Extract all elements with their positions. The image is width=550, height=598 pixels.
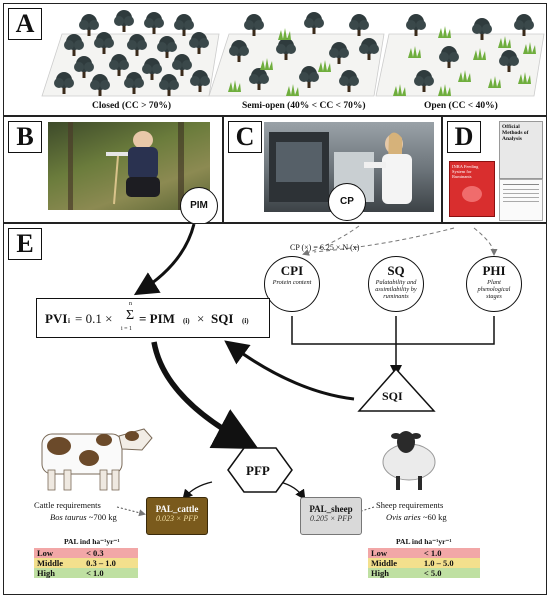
phi-node: PHI Plant phenological stages <box>466 256 522 312</box>
sq-node: SQ Palatability and assimilability by ru… <box>368 256 424 312</box>
arrow-pim-pvi <box>133 224 196 296</box>
plot-open <box>375 33 545 97</box>
cp-badge: CP <box>328 183 366 221</box>
cow-icon <box>41 428 153 491</box>
cattle-row-high: High< 1.0 <box>34 568 138 578</box>
document-page <box>499 179 543 221</box>
sheep-table-header: PAL ind ha⁻¹yr⁻¹ <box>396 537 452 546</box>
caption-semi-open: Semi-open (40% < CC < 70%) <box>242 101 366 111</box>
panel-label-e: E <box>8 228 42 260</box>
cattle-table-header: PAL ind ha⁻¹yr⁻¹ <box>64 537 120 546</box>
sheep-species: Ovis aries ~60 kg <box>386 512 447 522</box>
panel-label-c: C <box>228 121 262 153</box>
panel-label-b: B <box>8 121 42 153</box>
lab-photo <box>264 122 434 212</box>
panel-b: B PIM <box>3 116 223 225</box>
flow-diagram <box>41 224 498 517</box>
pvi-pim: = PIM <box>139 311 175 326</box>
panel-c: C CP <box>223 116 442 223</box>
pvi-sum-top: n <box>129 301 132 307</box>
sqi-triangle <box>357 367 436 412</box>
canopy-cover-illustration <box>41 10 545 97</box>
pvi-sub: i <box>68 317 70 325</box>
book-official-methods: Official Methods of Analysis <box>499 121 543 179</box>
pal-sheep-box: PAL_sheep 0.205 × PFP <box>300 497 362 535</box>
book-inra-feeding: INRA Feeding System for Ruminants <box>449 161 495 217</box>
sheep-row-high: High< 5.0 <box>368 568 480 578</box>
cattle-row-low: Low< 0.3 <box>34 548 138 558</box>
panel-a: A <box>3 3 547 116</box>
panel-d: D Official Methods of Analysis INRA Feed… <box>442 116 547 223</box>
pvi-pim-sub: (i) <box>183 317 190 325</box>
cattle-requirements: Cattle requirements <box>34 500 101 510</box>
caption-open: Open (CC < 40%) <box>424 101 498 111</box>
cpi-node: CPI Protein content <box>264 256 320 312</box>
pvi-formula-box: PVI i = 0.1 × n Σ i = 1 = PIM (i) × SQI … <box>36 298 270 338</box>
pvi-times: × <box>197 311 205 326</box>
pvi-sqi: SQI <box>211 311 234 326</box>
sqi-label: SQI <box>382 389 403 403</box>
pvi-eq: = 0.1 × <box>75 311 113 326</box>
pfp-hexagon <box>227 447 293 493</box>
panel-e: E CP (×) = 6.25 × N (x) CPI Protein cont… <box>3 223 547 595</box>
pfp-label: PFP <box>246 463 270 478</box>
sheep-row-low: Low< 1.0 <box>368 548 480 558</box>
sheep-requirements: Sheep requirements <box>376 500 444 510</box>
pim-badge: PIM <box>180 187 218 225</box>
pvi-sqi-sub: (i) <box>242 317 249 325</box>
cp-equation: CP (×) = 6.25 × N (x) <box>290 243 360 252</box>
panel-label-a: A <box>8 8 42 40</box>
caption-closed: Closed (CC > 70%) <box>92 101 172 111</box>
pal-cattle-box: PAL_cattle 0.023 × PFP <box>146 497 208 535</box>
pvi-sum: Σ <box>126 308 135 323</box>
pvi-lhs: PVI <box>45 311 68 326</box>
pvi-sum-bottom: i = 1 <box>121 326 133 332</box>
cattle-species: Bos taurus ~700 kg <box>50 512 117 522</box>
panel-label-d: D <box>447 121 481 153</box>
sheep-icon <box>382 431 436 490</box>
